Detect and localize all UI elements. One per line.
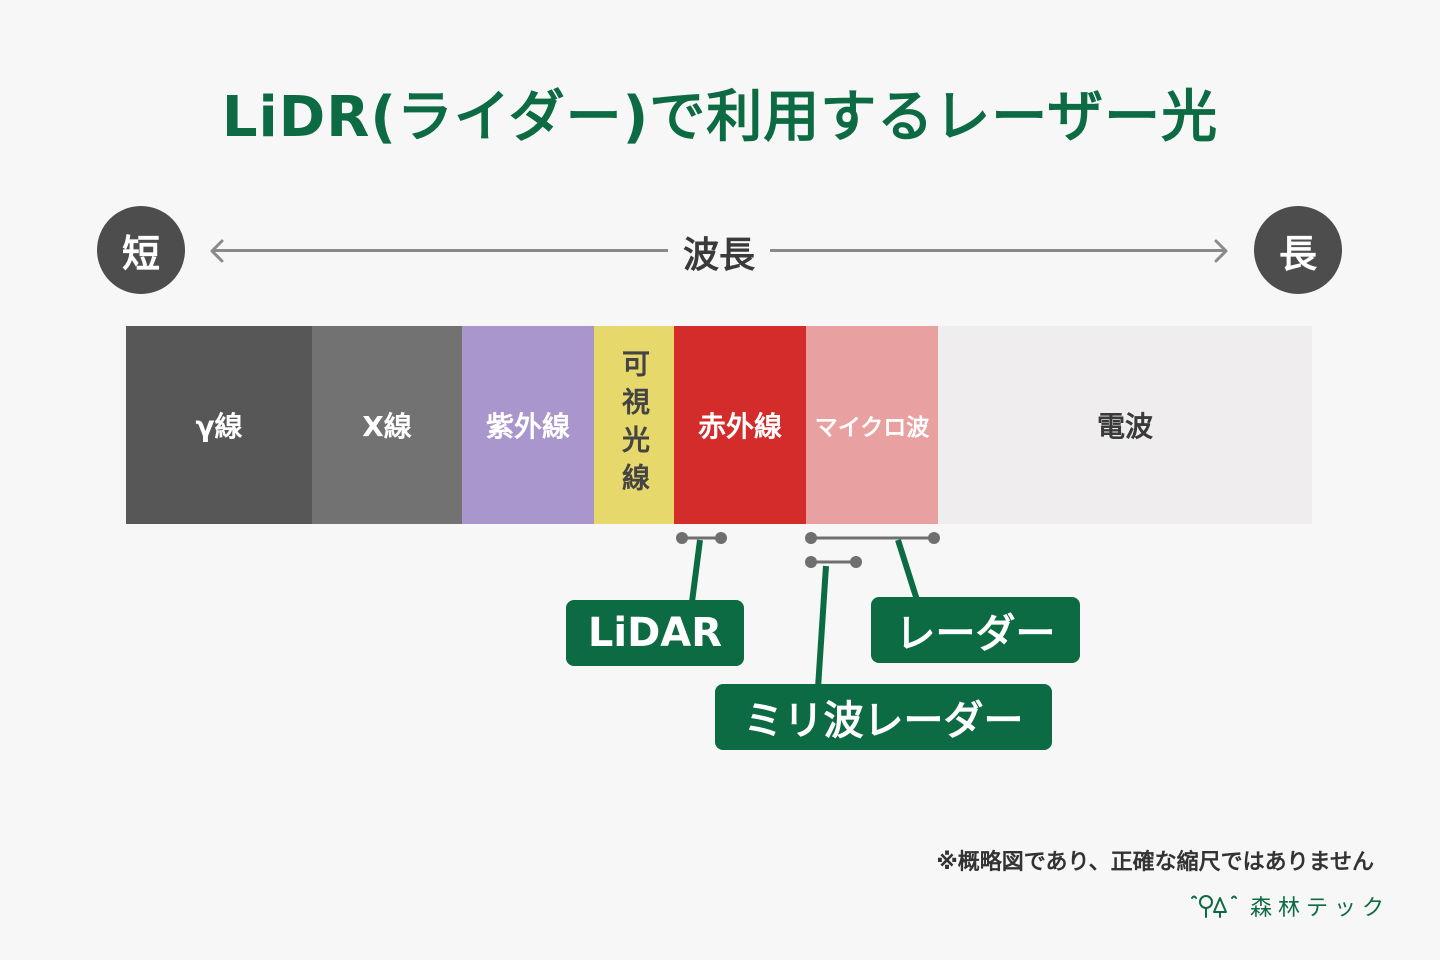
wavelength-arrow-right-line xyxy=(770,249,1226,252)
band-microwave: マイクロ波 xyxy=(806,326,938,524)
band-ultraviolet: 紫外線 xyxy=(462,326,594,524)
wavelength-label: 波長 xyxy=(682,235,755,276)
band-gamma-ray: γ線 xyxy=(126,326,312,524)
long-label: 長 xyxy=(1278,231,1317,276)
callout-radar: レーダー xyxy=(871,597,1080,663)
callout-mmwave-label: ミリ波レーダー xyxy=(743,698,1024,744)
short-wavelength-marker: 短 xyxy=(97,206,185,294)
brand-logo-text: 森林テック xyxy=(1249,896,1390,921)
callout-millimeter-wave-radar: ミリ波レーダー xyxy=(715,684,1052,750)
spectrum-bar: γ線 X線 紫外線 可視光線 赤外線 マイクロ波 電波 xyxy=(126,326,1312,524)
band-label-x-ray: X線 xyxy=(362,410,412,443)
short-label: 短 xyxy=(121,231,160,276)
scale-disclaimer-note: ※概略図であり、正確な縮尺ではありません xyxy=(936,850,1374,875)
lidar-range-marker xyxy=(676,532,727,603)
band-x-ray: X線 xyxy=(312,326,462,524)
band-label-microwave: マイクロ波 xyxy=(814,415,930,441)
radar-range-marker xyxy=(805,532,940,601)
band-label-visible-light: 可視光線 xyxy=(618,349,651,501)
tree-logo-icon xyxy=(1190,895,1237,918)
band-label-ultraviolet: 紫外線 xyxy=(485,410,570,443)
diagram-title: LiDR(ライダー)で利用するレーザー光 xyxy=(221,85,1219,150)
arrow-right-icon xyxy=(1214,239,1228,263)
callout-radar-label: レーダー xyxy=(895,611,1056,657)
band-infrared: 赤外線 xyxy=(674,326,806,524)
band-label-infrared: 赤外線 xyxy=(697,410,782,443)
callout-lidar: LiDAR xyxy=(566,600,744,666)
band-radio-wave: 電波 xyxy=(938,326,1312,524)
wavelength-arrow-left-line xyxy=(212,249,668,252)
callout-lidar-label: LiDAR xyxy=(587,610,723,656)
long-wavelength-marker: 長 xyxy=(1254,206,1342,294)
band-label-radio-wave: 電波 xyxy=(1096,410,1153,443)
brand-logo: 森林テック xyxy=(1188,890,1390,922)
mmwave-range-marker xyxy=(805,556,862,689)
band-label-gamma-ray: γ線 xyxy=(195,410,243,443)
arrow-left-icon xyxy=(210,239,224,263)
band-visible-light: 可視光線 xyxy=(594,326,674,524)
